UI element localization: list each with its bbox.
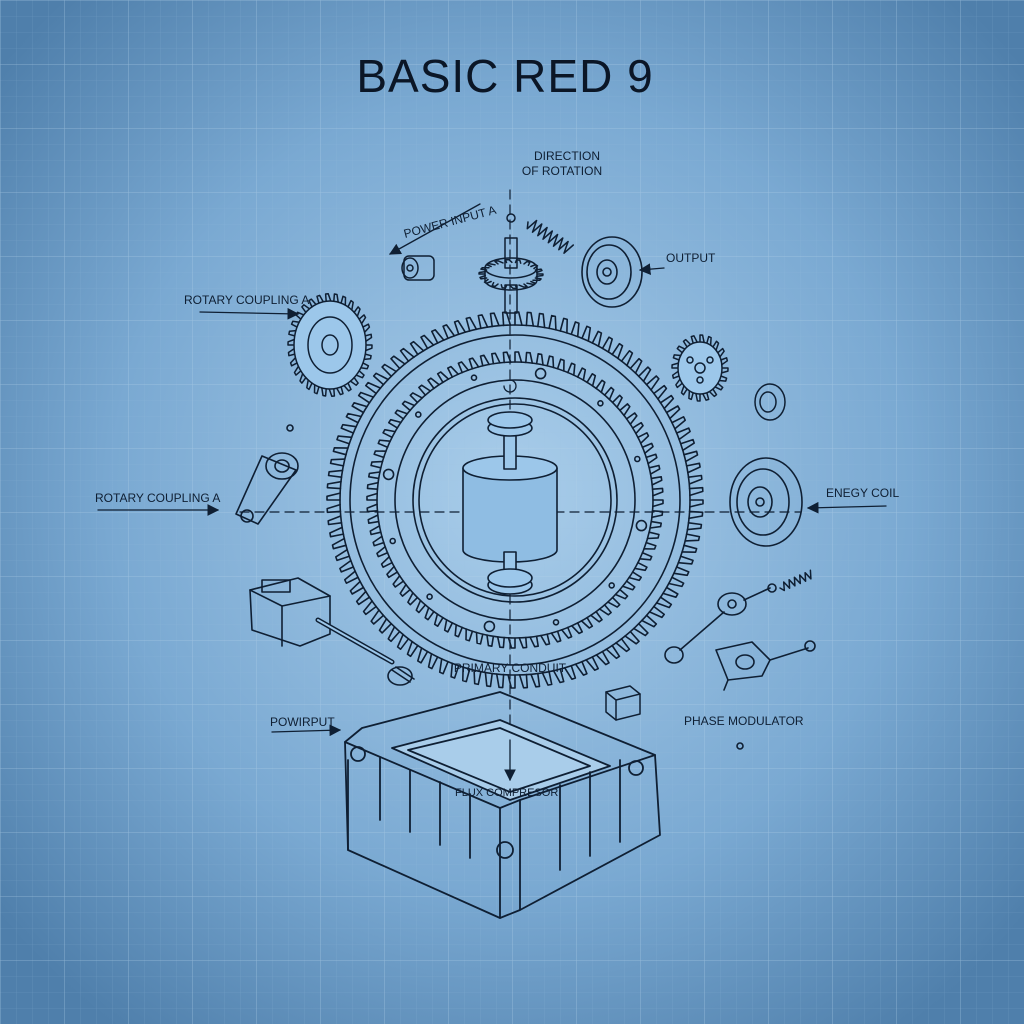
label-output: OUTPUT — [666, 251, 716, 265]
energy-core-cylinder — [462, 411, 558, 595]
rotation-symbol — [503, 379, 517, 393]
arrow-power-input-low — [271, 724, 342, 737]
label-power-input-low: POWIRPUT — [270, 715, 335, 729]
label-rotary-coupling-top: ROTARY COUPLING A — [184, 293, 309, 307]
arrow-energy-coil — [806, 501, 887, 514]
rotary-coupling-gear — [287, 293, 373, 397]
arrow-rotary-coupling-top — [199, 307, 300, 320]
label-primary-conduit: PRIMARY CONDUIT — [454, 661, 567, 675]
coil-spring-right — [779, 569, 812, 592]
label-phase-modulator: PHASE MODULATOR — [684, 714, 804, 728]
power-connector-block — [249, 577, 415, 686]
power-input-connector — [401, 255, 435, 281]
bolt-holes — [382, 367, 648, 633]
outer-gear-teeth — [326, 311, 704, 689]
label-energy-coil: ENEGY COIL — [826, 486, 899, 500]
small-bearing — [754, 383, 786, 421]
energy-coil-bearing — [729, 457, 803, 547]
rotary-coupling-link — [235, 424, 299, 525]
drive-pinion-gear — [478, 213, 544, 314]
label-direction-line1: DIRECTION — [534, 149, 600, 163]
annotation-arrows — [97, 203, 887, 782]
arrow-power-input — [388, 203, 481, 255]
label-direction-line2: OF ROTATION — [522, 164, 602, 178]
arrow-output — [638, 263, 665, 275]
label-flux-compressor: FLUX COMPRESOR — [455, 787, 558, 799]
coil-spring-top — [526, 219, 575, 254]
main-ring-gear — [326, 311, 704, 689]
small-spur-gear — [671, 334, 729, 402]
label-rotary-coupling-left: ROTARY COUPLING A — [95, 491, 220, 505]
small-terminal-block — [605, 685, 641, 721]
phase-modulator-linkage — [664, 583, 816, 750]
diagram-title: BASIC RED 9 — [356, 50, 653, 102]
flux-compressor-housing — [344, 691, 661, 919]
inner-gear-teeth — [366, 351, 664, 649]
